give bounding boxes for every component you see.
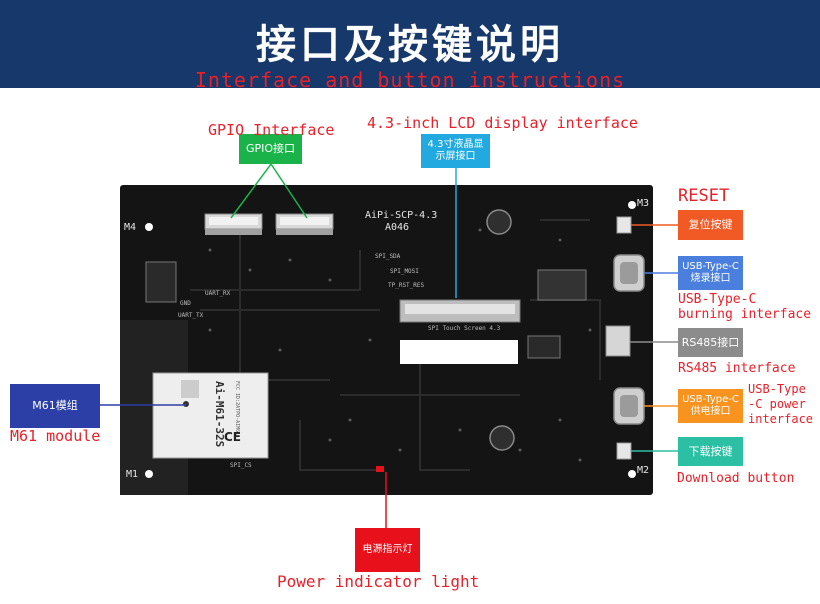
- spi-mosi-label: SPI_MOSI: [390, 268, 419, 275]
- spi-header-label: SPI Touch Screen 4.3: [428, 325, 501, 332]
- spi-cs-label: SPI_CS: [230, 462, 252, 469]
- page-title: 接口及按键说明: [256, 22, 564, 68]
- lcd-callout: 4.3寸液晶显 示屏接口: [421, 134, 490, 168]
- lcd-fpc-connector: [399, 299, 521, 323]
- rs485-terminal: [605, 325, 631, 357]
- usb-burn-label-en-2: burning interface: [678, 307, 812, 322]
- spi-sda-label: SPI_SDA: [375, 253, 401, 260]
- download-callout: 下载按键: [678, 437, 743, 466]
- mark-m1: M1: [126, 469, 139, 480]
- uart-rx-label: UART_RX: [205, 290, 231, 297]
- silkscreen-block: [400, 340, 518, 364]
- usb-power-label-en-1: USB-Type: [748, 382, 806, 396]
- lcd-label-en: 4.3-inch LCD display interface: [367, 114, 638, 132]
- mount-hole-m2: [628, 470, 636, 478]
- m61-module: [152, 372, 269, 459]
- mark-m2: M2: [637, 465, 650, 476]
- usb-power-label-en-3: interface: [748, 412, 814, 426]
- usb-power-callout: USB-Type-C 供电接口: [678, 389, 743, 423]
- mount-hole-m4: [145, 223, 153, 231]
- m61-label-en: M61 module: [10, 427, 101, 445]
- tp-rst-label: TP_RST_RES: [388, 282, 425, 289]
- download-label-en: Download button: [677, 471, 795, 486]
- mark-m3: M3: [637, 198, 650, 209]
- usb-burn-callout-line1: USB-Type-C: [682, 260, 739, 272]
- callout-lines: [100, 162, 678, 528]
- gpio-callout: GPIO接口: [239, 134, 302, 164]
- gnd-label: GND: [180, 300, 191, 307]
- reset-callout: 复位按键: [678, 210, 743, 240]
- usb-power-callout-line1: USB-Type-C: [682, 393, 739, 405]
- module-sub: FCC ID:2ATPO-AIM61: [234, 381, 240, 436]
- gpio-connector-left: [204, 213, 263, 235]
- power-label-en: Power indicator light: [277, 572, 480, 591]
- uart-tx-label: UART_TX: [178, 312, 204, 319]
- mount-hole-m3: [628, 201, 636, 209]
- ic-chip-1: [537, 269, 587, 301]
- board-code: A046: [385, 222, 410, 233]
- power-callout: 电源指示灯: [355, 528, 420, 572]
- power-led: [376, 466, 384, 472]
- inductor-l1: [489, 425, 515, 451]
- mount-hole-m1: [145, 470, 153, 478]
- page-subtitle: Interface and button instructions: [194, 68, 626, 92]
- usb-power-label-en-2: -C power: [748, 397, 806, 411]
- ic-chip-3: [145, 261, 177, 303]
- mark-m4: M4: [124, 222, 137, 233]
- board-name: AiPi-SCP-4.3: [365, 210, 438, 221]
- ce-mark: CE: [224, 430, 242, 444]
- usb-burn-label-en-1: USB-Type-C: [678, 292, 757, 307]
- lcd-callout-line2: 示屏接口: [435, 151, 476, 162]
- usb-burn-callout: USB-Type-C 烧录接口: [678, 256, 743, 290]
- m61-callout: M61模组: [10, 384, 100, 428]
- download-button-part: [616, 442, 632, 460]
- reset-button-part: [616, 216, 632, 234]
- inductor-l2: [486, 209, 512, 235]
- ic-chip-2: [527, 335, 561, 359]
- rs485-label-en: RS485 interface: [678, 361, 796, 376]
- reset-label-en: RESET: [678, 186, 730, 206]
- m61-module-text: Ai-M61-32S FCC ID:2ATPO-AIM61: [208, 381, 240, 451]
- pcb-vias: [208, 228, 592, 462]
- rs485-callout: RS485接口: [678, 328, 743, 357]
- header-banner: 接口及按键说明: [0, 0, 820, 88]
- lcd-callout-line1: 4.3寸液晶显: [427, 138, 484, 150]
- gpio-leader: [230, 162, 308, 219]
- usb-burn-callout-line2: 烧录接口: [690, 273, 731, 284]
- gpio-connector-right: [275, 213, 334, 235]
- usb-power-callout-line2: 供电接口: [690, 406, 731, 417]
- gpio-label-en: GPIO Interface: [208, 121, 335, 139]
